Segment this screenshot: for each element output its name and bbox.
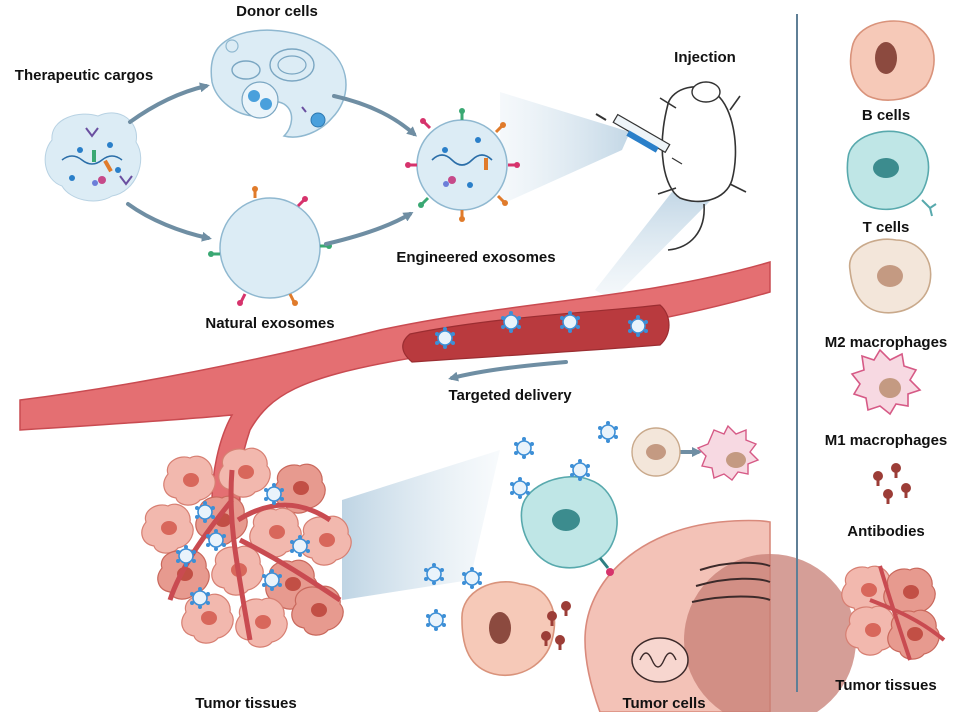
m2-macrophage-icon	[849, 238, 932, 314]
m2-to-m1-transition	[631, 424, 760, 481]
tumor-zoom-beam	[342, 450, 500, 600]
legend-m1-label: M1 macrophages	[825, 432, 948, 449]
targeted-delivery-label: Targeted delivery	[448, 387, 572, 404]
legend-tumor-tissues-label: Tumor tissues	[835, 677, 936, 694]
exosome-free	[425, 608, 447, 632]
syringe-icon	[595, 113, 683, 165]
therapeutic-cargos-cluster	[44, 112, 142, 202]
exosome-free	[597, 420, 619, 444]
legend-b-cells-label: B cells	[862, 107, 910, 124]
flow-arrows	[126, 82, 702, 457]
donor-cell	[210, 29, 347, 138]
mouse-injection	[595, 81, 747, 251]
exosome-free	[513, 436, 535, 460]
t-cell-icon	[846, 130, 937, 217]
large-tumor-cell	[584, 519, 856, 712]
injection-label: Injection	[674, 49, 736, 66]
bloodstream-beam	[595, 192, 715, 300]
tumor-cells-label: Tumor cells	[622, 695, 705, 712]
tumor-tissue	[141, 447, 352, 648]
tumor-tissue-icon	[841, 565, 946, 661]
m1-macrophage-icon	[850, 348, 922, 416]
legend-t-cells-label: T cells	[863, 219, 910, 236]
engineered-exosomes-label: Engineered exosomes	[396, 249, 555, 266]
legend-m2-label: M2 macrophages	[825, 334, 948, 351]
engineered-exosome	[405, 108, 520, 222]
natural-exosome	[208, 186, 332, 306]
blood-vessel	[19, 260, 771, 501]
t-cell-attacking	[520, 475, 618, 576]
therapeutic-cargos-label: Therapeutic cargos	[15, 67, 153, 84]
b-cell-icon	[849, 20, 935, 101]
b-cell-secreting	[461, 580, 571, 676]
natural-exosomes-label: Natural exosomes	[205, 315, 334, 332]
tumor-tissues-label: Tumor tissues	[195, 695, 296, 712]
legend-antibodies-label: Antibodies	[847, 523, 925, 540]
donor-cells-label: Donor cells	[236, 3, 318, 20]
injection-beam	[500, 92, 630, 205]
antibodies-icon	[873, 463, 911, 504]
